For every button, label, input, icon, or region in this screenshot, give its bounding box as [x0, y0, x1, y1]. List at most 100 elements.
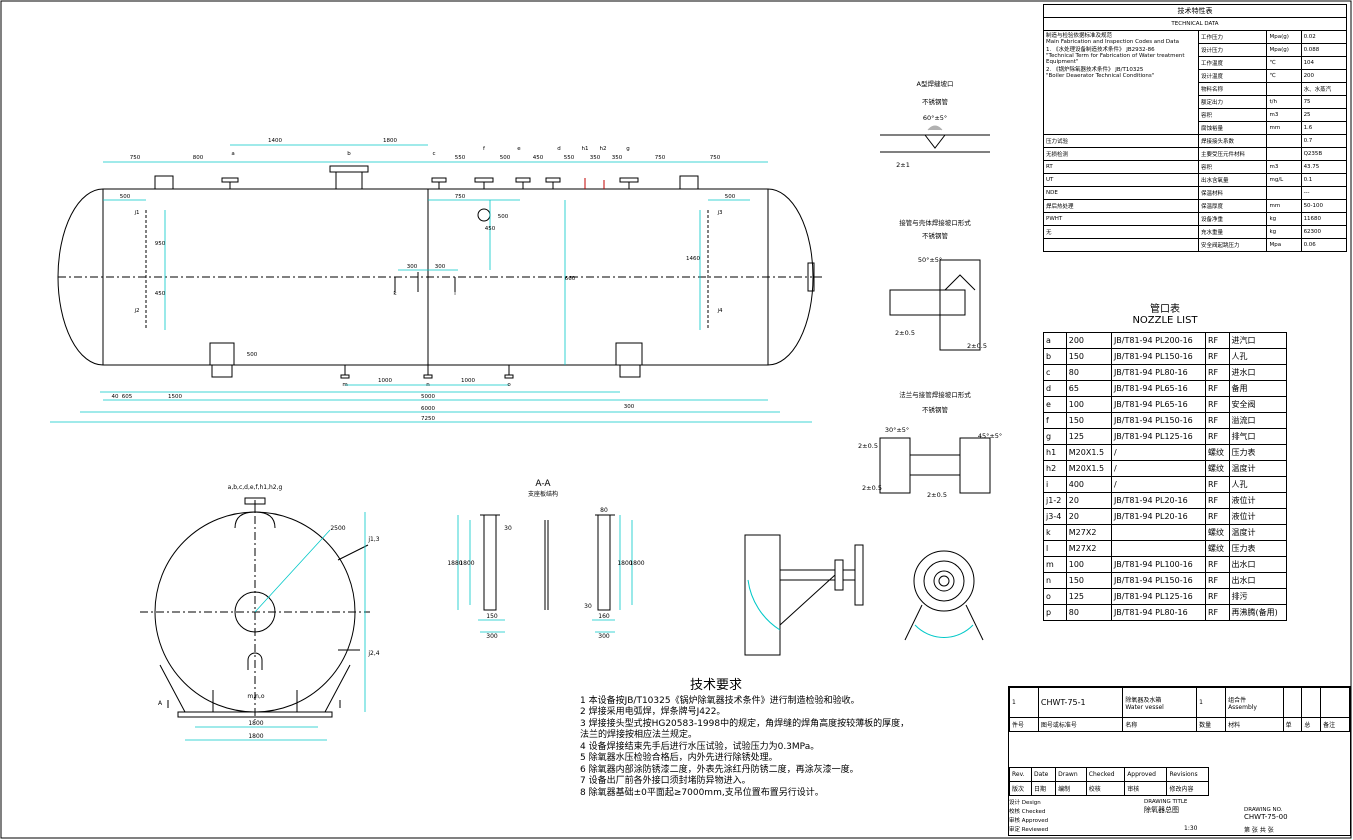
dim-label: 450	[485, 226, 496, 232]
dim-label: 1800	[617, 560, 632, 567]
weld2-angle: 50°±5°	[918, 256, 942, 264]
spec-unit	[1266, 82, 1302, 96]
weld2-subtitle: 不锈钢管	[922, 231, 949, 240]
dim-label: 300	[598, 633, 610, 640]
spec-unit: kg	[1266, 225, 1302, 239]
spec-name: 设备净重	[1197, 212, 1268, 226]
side-label: j4	[716, 308, 723, 314]
part-qty: 1	[1196, 687, 1227, 718]
spec-unit	[1266, 147, 1302, 161]
nozzle-mark: g	[1043, 428, 1067, 445]
weld1-gap: 2±1	[896, 161, 910, 169]
spec-value: Q235B	[1300, 147, 1348, 161]
code1-en: "Technical Term for Fabrication of Water…	[1046, 53, 1185, 65]
dim-label: 1500	[168, 394, 182, 400]
dim-label: 300	[486, 633, 498, 640]
dim-label: 2500	[330, 525, 345, 532]
dim-label: 1460	[686, 256, 700, 262]
nozzle-use: 排气口	[1228, 428, 1287, 445]
dim-label: 300	[407, 264, 418, 270]
nozzle-face: RF	[1204, 396, 1230, 413]
nozzle-std: JB/T81-94 PL200-16	[1110, 332, 1206, 349]
nozzle-face: 螺纹	[1204, 460, 1230, 477]
nozzle-dn: 125	[1065, 588, 1112, 605]
weld-detail-3	[879, 437, 991, 494]
codes-cell: 制造与检验依据标准及规范 Main Fabrication and Inspec…	[1043, 30, 1199, 135]
dim-label: 500	[498, 214, 509, 220]
spec-unit: mm	[1266, 121, 1302, 135]
tech-line: 3 焊接接头型式按HG20583-1998中的规定，角焊缝的焊角高度按较薄板的厚…	[580, 718, 910, 729]
spec-value: 1.6	[1300, 121, 1348, 135]
dim-label: 950	[155, 241, 166, 247]
codes-header: 制造与检验依据标准及规范	[1046, 33, 1113, 39]
spec-value: 25	[1300, 108, 1348, 122]
inner-label: k	[393, 291, 397, 297]
nozzle-mark: c	[1043, 364, 1067, 381]
hdr: 数量	[1196, 717, 1227, 732]
spec-unit: Mpa(g)	[1266, 43, 1302, 57]
dim-label: 80	[600, 507, 608, 514]
sheet-no: 第 张 共 张	[1244, 827, 1274, 834]
nozzle-mark: h2	[1043, 460, 1067, 477]
nozzle-dn: 150	[1065, 572, 1112, 589]
nozzle-use: 安全阀	[1228, 396, 1287, 413]
spec-unit: Mpa	[1266, 238, 1302, 252]
nozzle-mark: j3-4	[1043, 508, 1067, 525]
nozzle-letter: g	[626, 146, 630, 152]
nozzle-std: JB/T81-94 PL80-16	[1110, 364, 1206, 381]
dim-label: 40	[112, 394, 119, 400]
nozzle-letter: f	[483, 146, 486, 152]
nozzle-dn: M20X1.5	[1065, 444, 1112, 461]
dim-label: 500	[247, 352, 258, 358]
nozzle-face: RF	[1204, 412, 1230, 429]
nozzle-use: 温度计	[1228, 460, 1287, 477]
spec-left-label: RT	[1043, 160, 1199, 174]
dim-label: 1800	[383, 138, 397, 144]
nozzle-std	[1110, 540, 1206, 557]
dim-label: 750	[130, 155, 141, 161]
dim-label: 1800	[248, 720, 263, 727]
dim-label: 300	[435, 264, 446, 270]
role: 审定 Reviewed	[1009, 827, 1049, 833]
nozzle-std: /	[1110, 460, 1206, 477]
hdr: 材料	[1225, 717, 1284, 732]
spec-value: 200	[1300, 69, 1348, 83]
nozzle-std: JB/T81-94 PL125-16	[1110, 428, 1206, 445]
rev-hdr: Checked	[1085, 767, 1126, 782]
material-cn: 组合件	[1228, 696, 1247, 704]
cut-mark: A	[158, 700, 163, 707]
dim-label: 550	[564, 155, 575, 161]
weld3-dim: 2±0.5	[858, 442, 878, 450]
main-drawing-no: CHWT-75-00	[1244, 813, 1288, 821]
spec-title: 技术特性表	[1043, 4, 1347, 18]
tech-requirements: 技术要求 1 本设备按JB/T10325《锅炉除氧器技术条件》进行制造检验和验收…	[580, 679, 1000, 799]
rev-hdr-cn: 编制	[1055, 781, 1087, 796]
nozzle-std: JB/T81-94 PL20-16	[1110, 508, 1206, 525]
dim-label: 450	[155, 291, 166, 297]
nozzle-dn: 150	[1065, 348, 1112, 365]
spec-unit: mg/L	[1266, 173, 1302, 187]
dim-label: 500	[725, 194, 736, 200]
nozzle-std: /	[1110, 476, 1206, 493]
spec-value: 104	[1300, 56, 1348, 70]
weld3-title: 法兰与接管焊接坡口形式	[899, 390, 971, 399]
dim-label: 350	[590, 155, 601, 161]
spec-name: 焊接接头系数	[1197, 134, 1268, 148]
nozzle-dn: 400	[1065, 476, 1112, 493]
nozzle-dn: M27X2	[1065, 540, 1112, 557]
spec-name: 主要受压元件材料	[1197, 147, 1268, 161]
spec-left-label: 焊后热处理	[1043, 199, 1199, 213]
section-aa-dims	[457, 515, 633, 633]
rev-hdr: Approved	[1124, 767, 1168, 782]
section-aa-labels: A-A 支座板结构 30 1880 1800 150 300 80 1800 1…	[447, 479, 644, 640]
spec-subtitle: TECHNICAL DATA	[1043, 17, 1347, 31]
